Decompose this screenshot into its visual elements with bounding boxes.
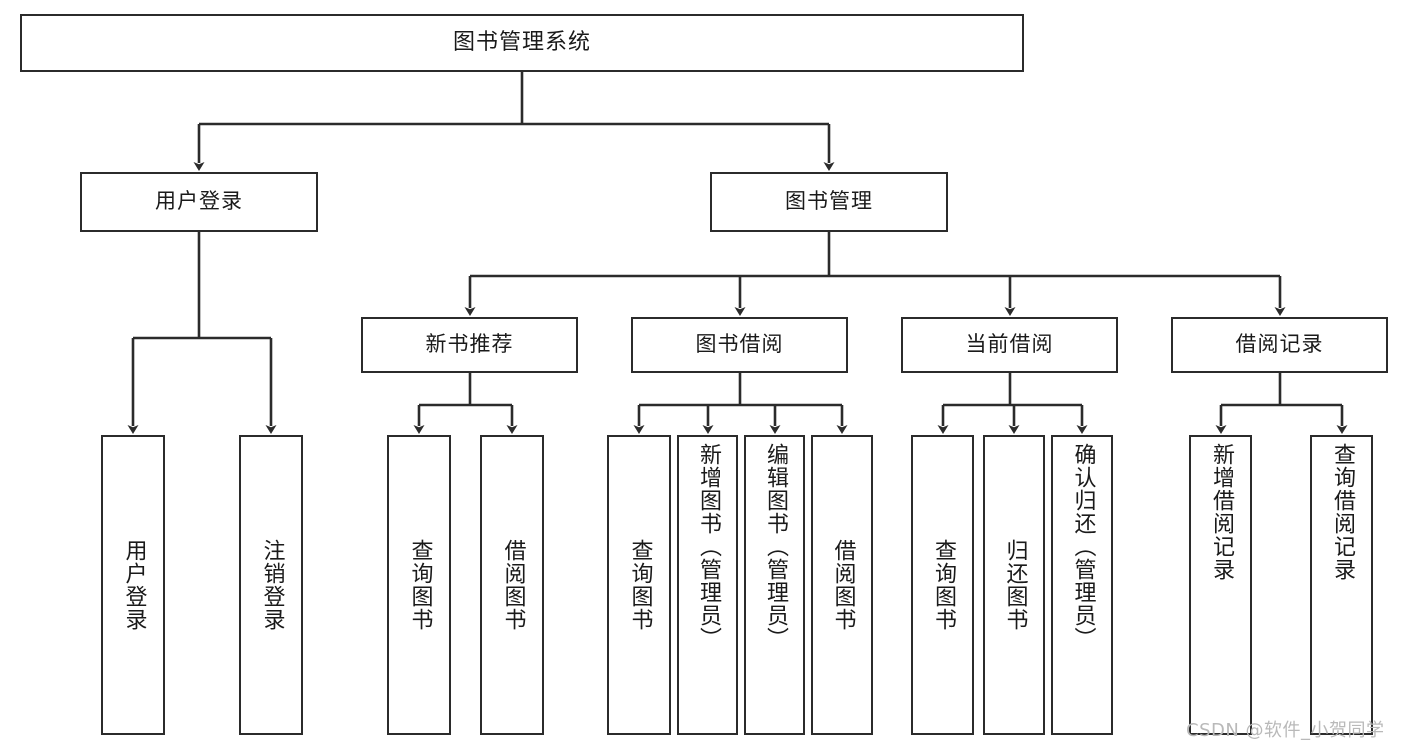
node-label-leaf-br-query: 查询图书 bbox=[627, 539, 653, 631]
node-label-new-book-rec: 新书推荐 bbox=[425, 332, 514, 357]
node-root[interactable]: 图书管理系统 bbox=[20, 14, 1024, 72]
node-borrow-record[interactable]: 借阅记录 bbox=[1171, 317, 1388, 373]
node-label-leaf-rec-borrow: 借阅图书 bbox=[500, 539, 526, 631]
node-leaf-br-borrow[interactable]: 借阅图书 bbox=[811, 435, 873, 735]
node-leaf-br-query[interactable]: 查询图书 bbox=[607, 435, 671, 735]
node-label-leaf-cb-query: 查询图书 bbox=[930, 539, 956, 631]
node-leaf-br-add[interactable]: 新增图书（管理员） bbox=[677, 435, 738, 735]
node-label-leaf-cb-return: 归还图书 bbox=[1002, 539, 1028, 631]
node-user-login[interactable]: 用户登录 bbox=[80, 172, 318, 232]
node-book-manage[interactable]: 图书管理 bbox=[710, 172, 948, 232]
node-current-borrow[interactable]: 当前借阅 bbox=[901, 317, 1118, 373]
csdn-watermark: CSDN @软件_小贺同学 bbox=[1186, 720, 1385, 741]
node-label-leaf-rc-add: 新增借阅记录 bbox=[1208, 443, 1234, 581]
node-book-borrow[interactable]: 图书借阅 bbox=[631, 317, 848, 373]
node-leaf-cb-return[interactable]: 归还图书 bbox=[983, 435, 1045, 735]
node-leaf-rc-query[interactable]: 查询借阅记录 bbox=[1310, 435, 1373, 735]
node-leaf-rec-borrow[interactable]: 借阅图书 bbox=[480, 435, 544, 735]
node-label-leaf-br-borrow: 借阅图书 bbox=[830, 539, 856, 631]
node-label-leaf-cb-confirm: 确认归还（管理员） bbox=[1070, 443, 1096, 650]
node-label-leaf-user-logout: 注销登录 bbox=[259, 539, 285, 631]
node-new-book-rec[interactable]: 新书推荐 bbox=[361, 317, 578, 373]
node-leaf-rc-add[interactable]: 新增借阅记录 bbox=[1189, 435, 1252, 735]
node-label-book-manage: 图书管理 bbox=[785, 189, 873, 214]
node-label-leaf-br-edit: 编辑图书（管理员） bbox=[762, 443, 788, 650]
node-leaf-user-login[interactable]: 用户登录 bbox=[101, 435, 165, 735]
node-label-leaf-br-add: 新增图书（管理员） bbox=[695, 443, 721, 650]
node-label-leaf-rec-query: 查询图书 bbox=[407, 539, 433, 631]
node-leaf-cb-confirm[interactable]: 确认归还（管理员） bbox=[1051, 435, 1113, 735]
node-leaf-rec-query[interactable]: 查询图书 bbox=[387, 435, 451, 735]
node-label-root: 图书管理系统 bbox=[452, 29, 591, 55]
node-label-current-borrow: 当前借阅 bbox=[965, 332, 1054, 357]
node-label-book-borrow: 图书借阅 bbox=[695, 332, 784, 357]
node-label-user-login: 用户登录 bbox=[155, 189, 243, 214]
node-label-leaf-user-login: 用户登录 bbox=[121, 539, 147, 631]
node-label-leaf-rc-query: 查询借阅记录 bbox=[1329, 443, 1355, 581]
node-leaf-br-edit[interactable]: 编辑图书（管理员） bbox=[744, 435, 805, 735]
node-leaf-cb-query[interactable]: 查询图书 bbox=[911, 435, 974, 735]
node-leaf-user-logout[interactable]: 注销登录 bbox=[239, 435, 303, 735]
node-label-borrow-record: 借阅记录 bbox=[1235, 332, 1324, 357]
